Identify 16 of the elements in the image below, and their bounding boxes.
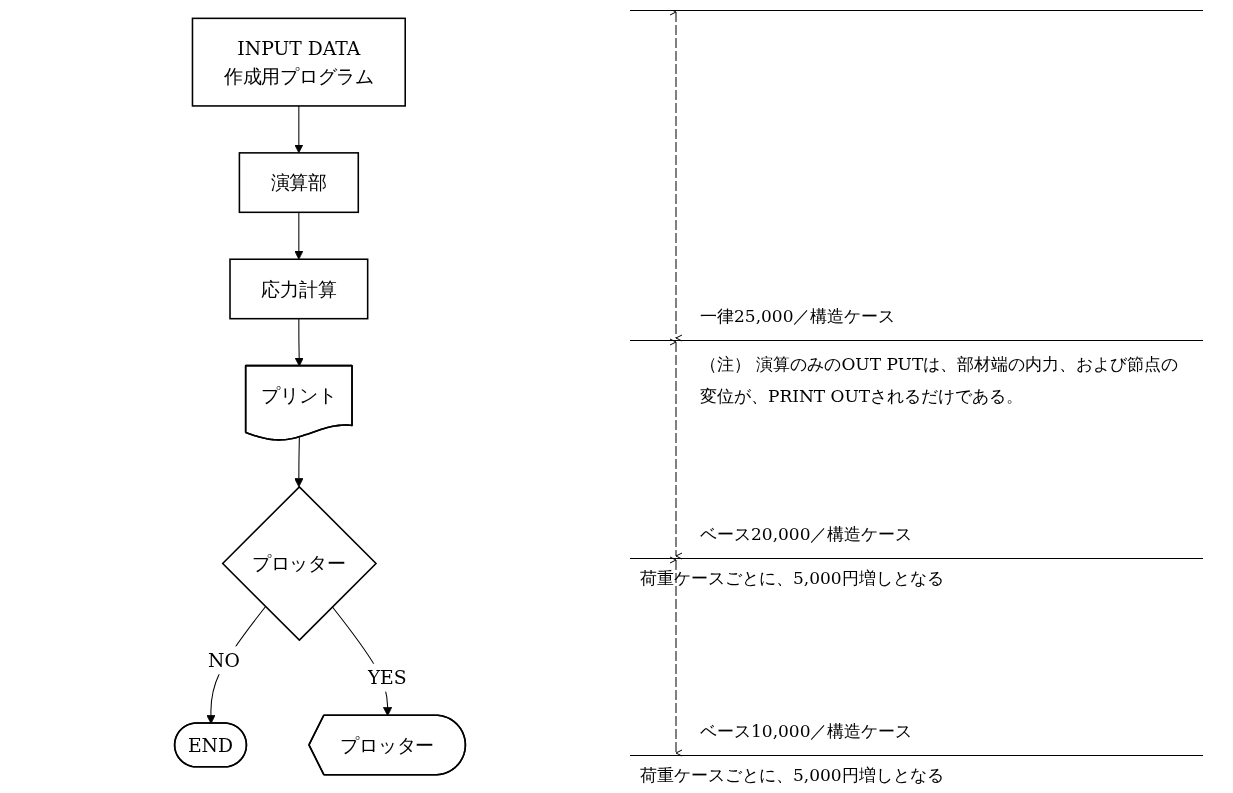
price-note: 荷重ケースごとに、5,000円増しとなる [640,567,945,590]
arrow [294,436,304,488]
edge-label: YES [367,666,407,689]
price-note: 一律25,000／構造ケース [700,305,897,328]
arrow [294,105,304,154]
arrow [294,211,304,260]
price-note: 荷重ケースごとに、5,000円増しとなる [640,764,945,787]
arrow [206,606,266,724]
node-diamond: プロッター [221,485,378,642]
node-box: INPUT DATA 作成用プログラム [191,17,406,107]
price-note: ベース20,000／構造ケース [700,523,914,546]
node-box: 応力計算 [229,258,369,320]
footnote-text: （注） 演算のみのOUT PUTは、部材端の内力、および節点の変位が、PRINT OUTされるだけである。 [700,353,1180,409]
price-note: ベース10,000／構造ケース [700,720,914,743]
node-box: 演算部 [238,152,360,214]
edge-label: NO [208,649,240,672]
